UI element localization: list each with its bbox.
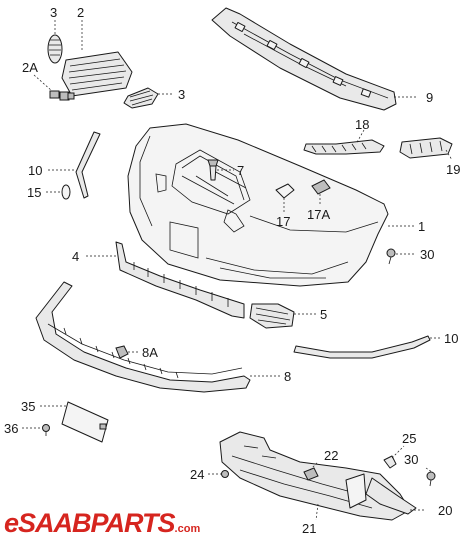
callout-18: 18 <box>355 117 369 132</box>
callout-24: 24 <box>190 467 204 482</box>
part-24-nut[interactable] <box>221 470 229 478</box>
part-25-nut[interactable] <box>383 455 397 469</box>
brand-tld: .com <box>174 523 201 535</box>
callout-7: 7 <box>237 163 244 178</box>
callout-1: 1 <box>418 219 425 234</box>
part-5-fog-grille[interactable] <box>249 303 295 329</box>
part-30-bolt-lower[interactable] <box>426 471 436 487</box>
part-17A-cap[interactable] <box>311 179 331 195</box>
callout-17A: 17A <box>307 207 330 222</box>
part-9-energy-absorber[interactable] <box>211 7 397 111</box>
callout-3-upper: 3 <box>50 5 57 20</box>
callout-8: 8 <box>284 369 291 384</box>
part-3-grille-insert-upper[interactable] <box>47 34 63 64</box>
callout-10-left: 10 <box>28 163 42 178</box>
callout-20: 20 <box>438 503 452 518</box>
leader-lines <box>22 20 453 521</box>
part-17-cap[interactable] <box>275 183 295 199</box>
brand-logo[interactable]: eSAABPARTS.com <box>4 508 234 538</box>
part-15-clip[interactable] <box>61 184 71 200</box>
callout-30-lower: 30 <box>404 452 418 467</box>
callout-21: 21 <box>302 521 316 536</box>
part-20-bracket[interactable] <box>345 473 417 515</box>
part-2-grille[interactable] <box>61 51 133 97</box>
part-10-trim-strip-right[interactable] <box>293 335 431 359</box>
callout-36: 36 <box>4 421 18 436</box>
part-10-trim-strip-left[interactable] <box>75 131 101 199</box>
part-4-reinforcement[interactable] <box>115 241 245 319</box>
callout-2A: 2A <box>22 60 38 75</box>
callout-19: 19 <box>446 162 460 177</box>
part-35-plate-bracket[interactable] <box>61 401 109 443</box>
callout-35: 35 <box>21 399 35 414</box>
part-30-bolt-upper[interactable] <box>386 248 396 265</box>
callout-8A: 8A <box>142 345 158 360</box>
callout-17: 17 <box>276 214 290 229</box>
part-8A-clip[interactable] <box>115 345 129 359</box>
callout-25: 25 <box>402 431 416 446</box>
part-1-bumper-cover[interactable] <box>127 123 389 287</box>
callout-labels: 3 2 2A 3 9 18 19 10 15 7 17 17A 1 30 4 5… <box>4 5 460 536</box>
part-19-bracket-strip[interactable] <box>399 137 453 159</box>
callout-2: 2 <box>77 5 84 20</box>
part-18-bracket-strip[interactable] <box>303 139 385 155</box>
callout-22: 22 <box>324 448 338 463</box>
callout-10-right: 10 <box>444 331 458 346</box>
part-3-grille-insert-side[interactable] <box>123 87 159 109</box>
part-36-screw[interactable] <box>42 424 50 437</box>
callout-5: 5 <box>320 307 327 322</box>
callout-30-upper: 30 <box>420 247 434 262</box>
callout-4: 4 <box>72 249 79 264</box>
callout-9: 9 <box>426 90 433 105</box>
part-8-spoiler[interactable] <box>35 281 251 393</box>
callout-3-side: 3 <box>178 87 185 102</box>
part-7-fastener[interactable] <box>207 159 219 181</box>
brand-name: eSAABPARTS <box>4 508 176 538</box>
part-2A-clip[interactable] <box>49 90 75 101</box>
callout-15: 15 <box>27 185 41 200</box>
